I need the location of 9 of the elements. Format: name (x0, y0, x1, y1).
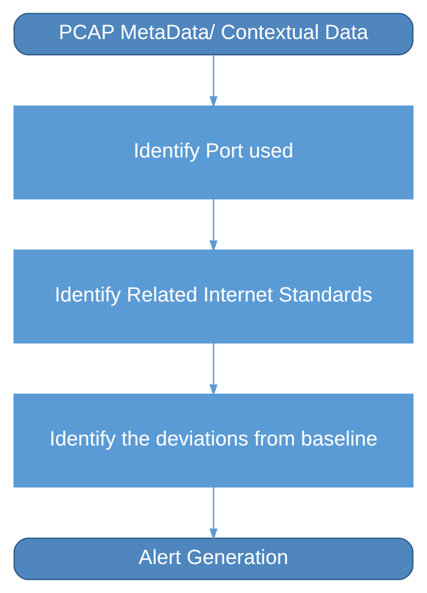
arrow (209, 486, 218, 540)
node-box: Identify Related Internet Standards (14, 250, 414, 344)
node-box: Identify Port used (14, 106, 414, 200)
node-box: Alert Generation (14, 538, 414, 580)
arrow (209, 198, 218, 252)
node-box: PCAP MetaData/ Contextual Data (14, 12, 414, 56)
arrow (209, 342, 218, 396)
node-box: Identify the deviations from baseline (14, 394, 414, 488)
arrow (209, 55, 218, 108)
